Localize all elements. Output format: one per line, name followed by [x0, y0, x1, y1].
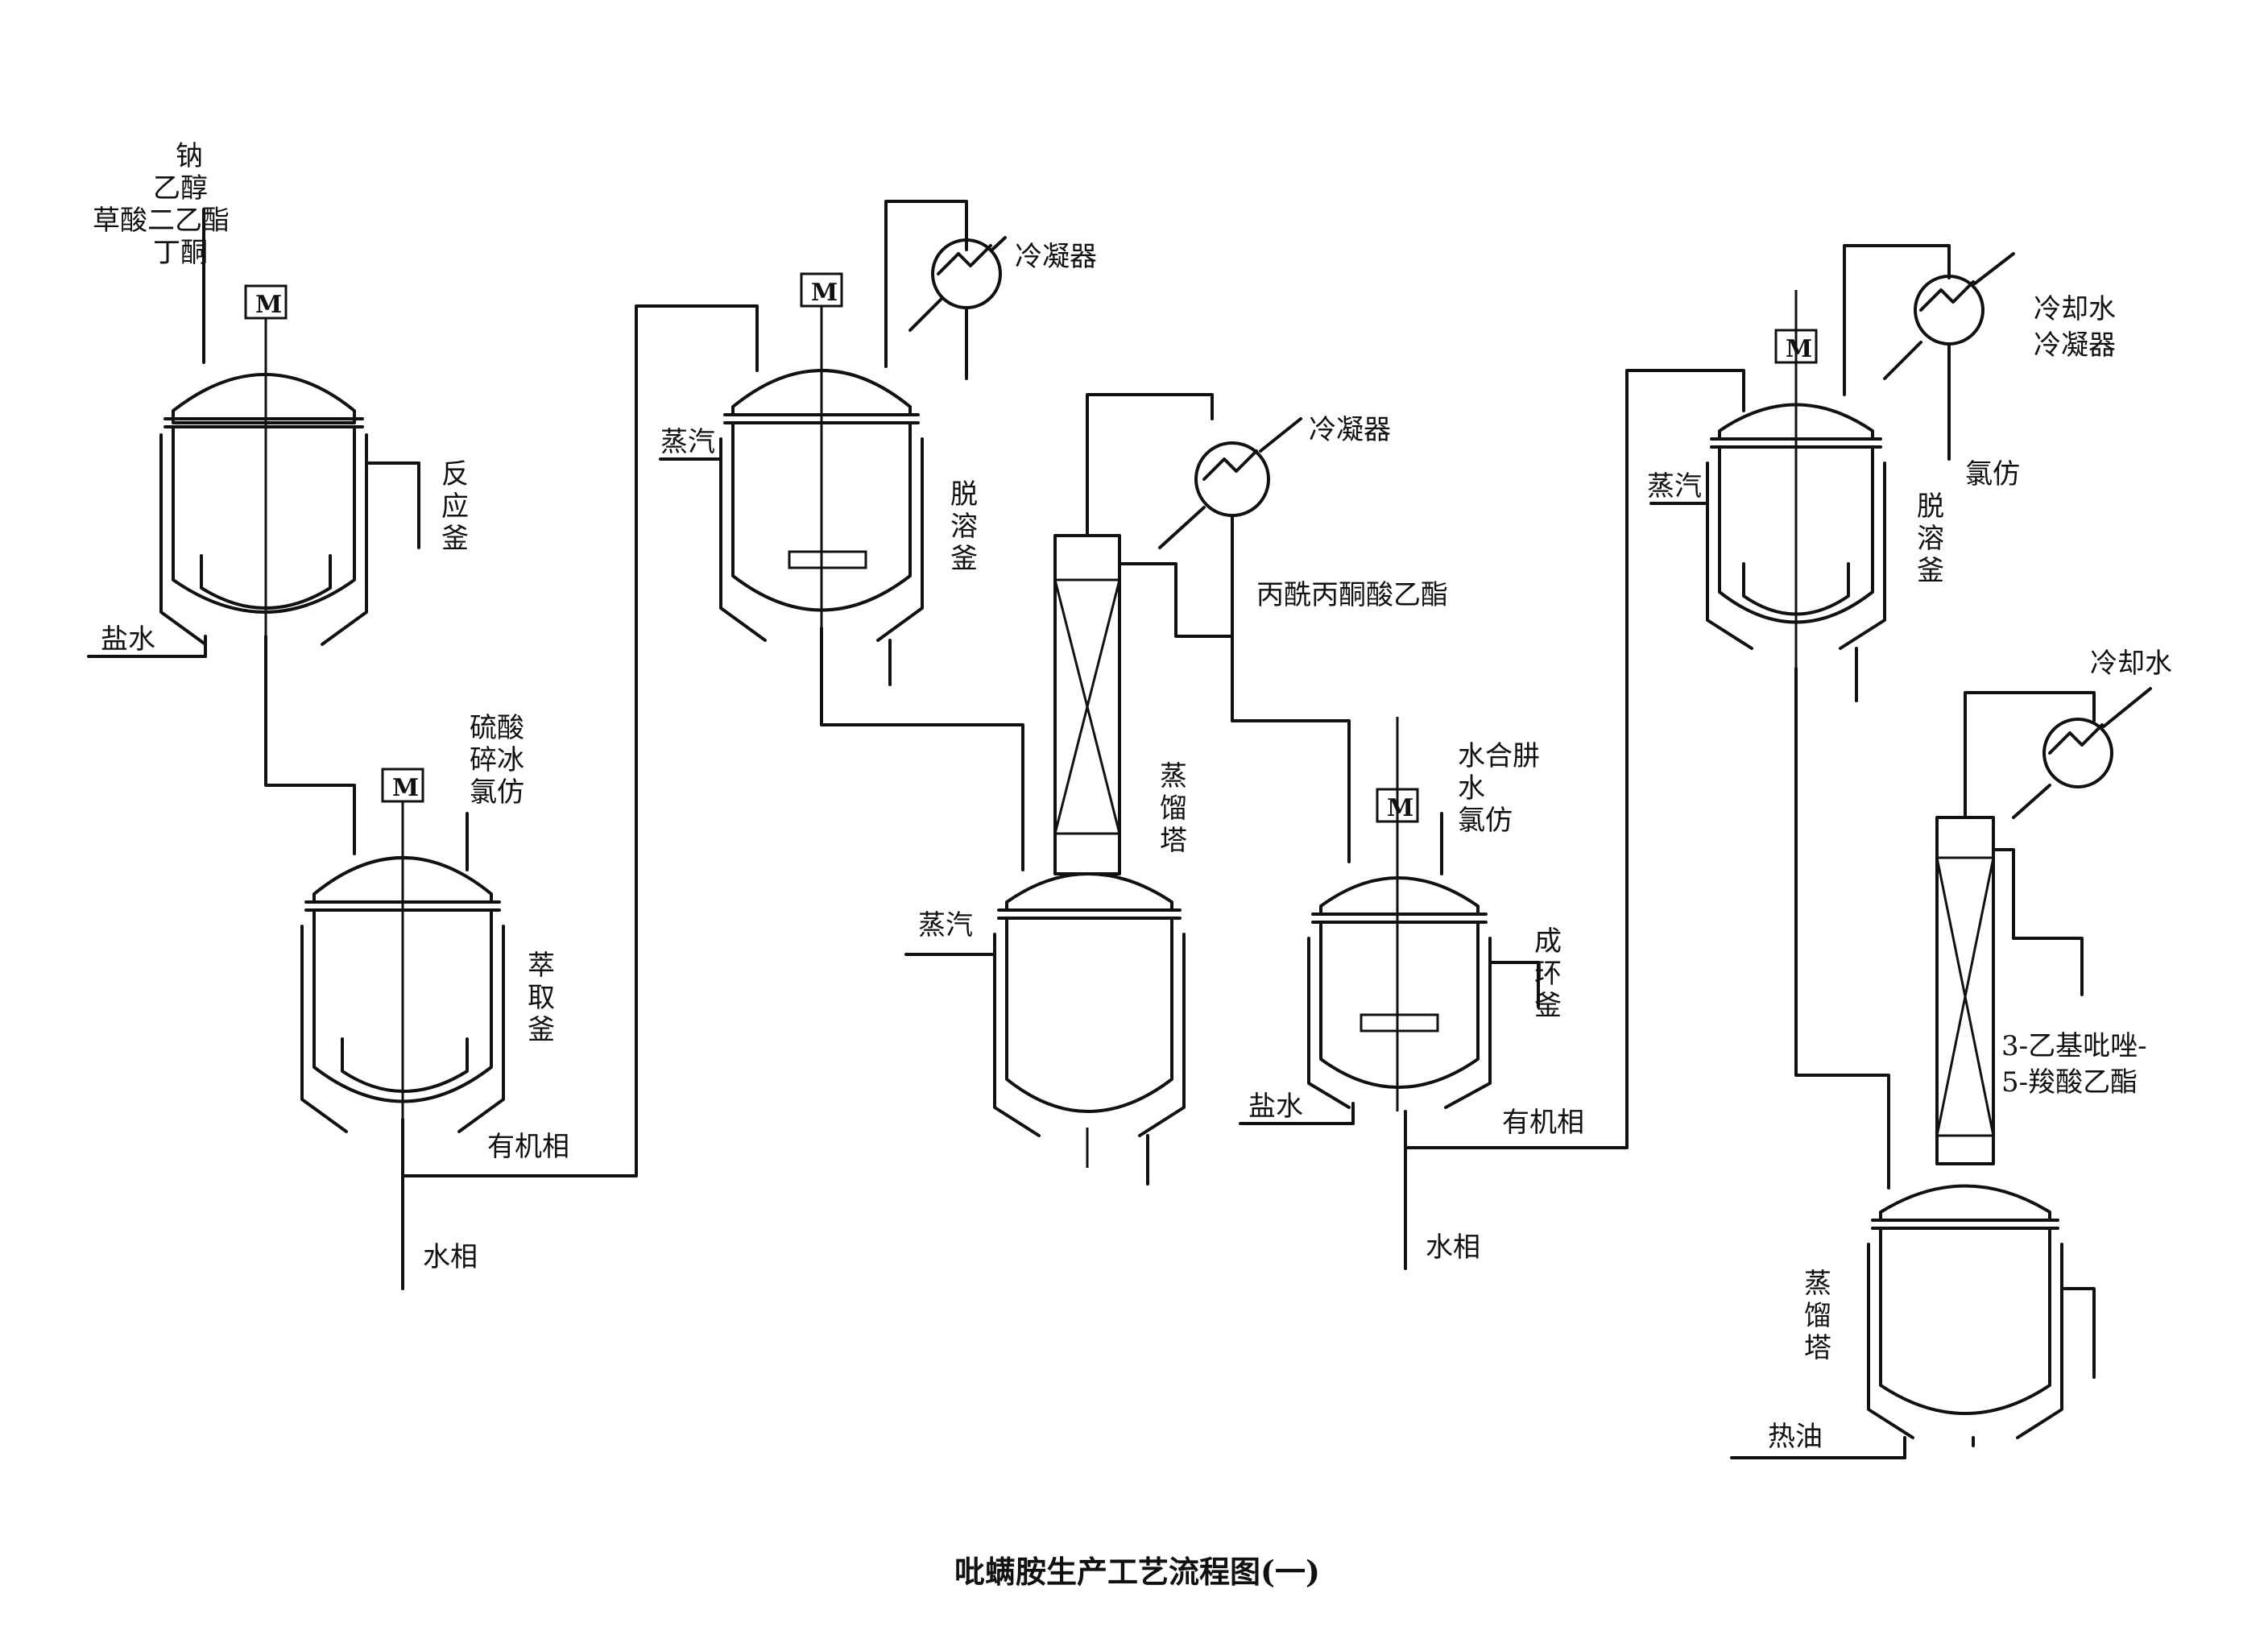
- condenser-4: [2012, 687, 2152, 819]
- vessel-label-extraction-3: 釜: [528, 1014, 555, 1046]
- stream-label-aqueous-2: 水相: [1426, 1231, 1480, 1264]
- vessel-label-desolvent2-3: 釜: [1917, 555, 1944, 587]
- vessel-label-distill2-1: 蒸: [1804, 1268, 1831, 1300]
- vessel-label-distill1-3: 塔: [1160, 825, 1187, 857]
- vessel-label-cyclization-1: 成: [1534, 925, 1562, 958]
- motor-label: M: [392, 774, 419, 802]
- vessel-label-desolvent1-1: 脱: [950, 478, 978, 511]
- feed-label-reactor-4: 丁酮: [153, 237, 208, 269]
- utility-label-brine-2: 盐水: [1248, 1091, 1303, 1123]
- motor-label: M: [811, 279, 838, 307]
- feed-label-extraction-2: 碎冰: [470, 744, 524, 776]
- stream-label-intermediate: 丙酰丙酮酸乙酯: [1256, 579, 1448, 611]
- stream-label-product-1: 3-乙基吡唑-: [2001, 1030, 2147, 1062]
- distillation-column-1: [904, 393, 1214, 1186]
- condenser-2: [1118, 417, 1302, 722]
- condenser-label-3a: 冷却水: [2034, 293, 2116, 325]
- utility-label-steam-1: 蒸汽: [660, 426, 715, 458]
- utility-label-steam-3: 蒸汽: [1647, 470, 1702, 503]
- extraction-vessel: M: [300, 768, 505, 1290]
- condenser-1: [908, 236, 1007, 380]
- desolvent-vessel-1: M: [659, 200, 968, 686]
- vessel-label-reactor-1: 反: [441, 458, 469, 490]
- stream-label-product-2: 5-羧酸乙酯: [2001, 1066, 2138, 1099]
- vessel-label-desolvent2-2: 溶: [1917, 523, 1944, 555]
- vessel-label-reactor-3: 釜: [441, 523, 469, 555]
- feed-label-reactor-1: 钠: [176, 140, 203, 172]
- vessel-label-distill2-3: 塔: [1804, 1332, 1831, 1364]
- vessel-label-desolvent2-1: 脱: [1917, 490, 1944, 523]
- distillation-column-2: [1730, 691, 2096, 1459]
- condenser-label-4: 冷却水: [2090, 648, 2172, 680]
- feed-label-extraction-3: 氯仿: [470, 776, 524, 809]
- vessel-label-desolvent1-3: 釜: [950, 543, 978, 575]
- feed-label-reactor-2: 乙醇: [153, 172, 208, 205]
- feed-label-reactor-3: 草酸二乙酯: [93, 205, 230, 237]
- motor-label: M: [1786, 335, 1812, 363]
- motor-label: M: [255, 291, 282, 319]
- reactor-vessel: M: [87, 208, 420, 658]
- utility-label-steam-2: 蒸汽: [918, 909, 973, 942]
- condenser-label-3b: 冷凝器: [2034, 329, 2116, 362]
- feed-label-cyclization-3: 氯仿: [1458, 805, 1513, 837]
- utility-label-hot-oil: 热油: [1768, 1421, 1823, 1453]
- diagram-caption: 吡螨胺生产工艺流程图(一): [954, 1554, 1320, 1590]
- vessel-label-extraction-2: 取: [528, 982, 555, 1014]
- condenser-3: [1883, 252, 2015, 461]
- vessel-label-distill1-1: 蒸: [1160, 760, 1187, 793]
- cyclization-vessel: M: [1239, 717, 1540, 1270]
- vessel-label-extraction-1: 萃: [528, 950, 555, 982]
- vessel-label-distill1-2: 馏: [1160, 793, 1187, 825]
- vessel-label-cyclization-2: 环: [1534, 958, 1562, 990]
- condenser-label-2: 冷凝器: [1309, 414, 1391, 446]
- vessel-label-reactor-2: 应: [441, 490, 469, 523]
- stream-label-chloroform-out: 氯仿: [1965, 458, 2020, 490]
- utility-label-brine-1: 盐水: [101, 623, 155, 656]
- feed-label-cyclization-2: 水: [1458, 772, 1485, 805]
- feed-label-cyclization-1: 水合肼: [1458, 740, 1540, 772]
- stream-label-organic-2: 有机相: [1502, 1107, 1584, 1139]
- vessel-label-distill2-2: 馏: [1804, 1300, 1831, 1332]
- feed-label-extraction-1: 硫酸: [470, 712, 524, 744]
- stream-label-organic-1: 有机相: [487, 1131, 569, 1163]
- motor-label: M: [1387, 794, 1413, 822]
- desolvent-vessel-2: M: [1649, 244, 1951, 702]
- vessel-label-cyclization-3: 釜: [1534, 990, 1562, 1022]
- condenser-label-1: 冷凝器: [1015, 241, 1097, 273]
- stream-label-aqueous-1: 水相: [423, 1241, 478, 1273]
- vessel-label-desolvent1-2: 溶: [950, 511, 978, 543]
